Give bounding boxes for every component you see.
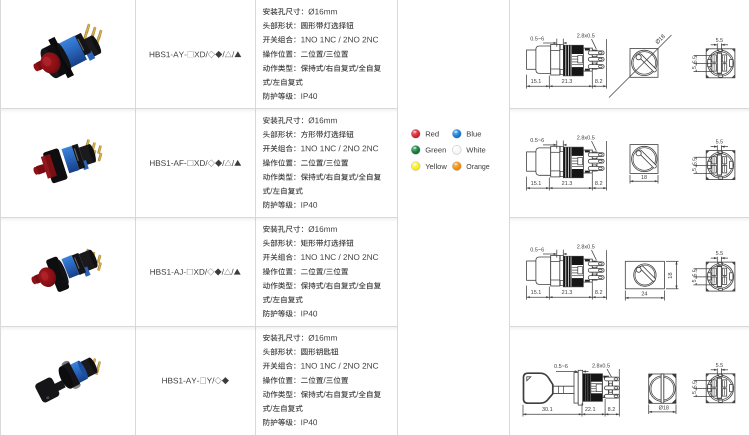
svg-text:2.8x0.5: 2.8x0.5 xyxy=(592,364,610,370)
svg-text:Ø18: Ø18 xyxy=(659,405,669,411)
svg-text:Green: Green xyxy=(425,146,446,155)
svg-text:18: 18 xyxy=(668,272,674,278)
svg-text:0.5~6: 0.5~6 xyxy=(554,364,568,370)
svg-text:Yellow: Yellow xyxy=(425,162,447,171)
svg-text:Blue: Blue xyxy=(466,130,481,139)
svg-text:White: White xyxy=(466,146,485,155)
svg-text:24: 24 xyxy=(641,292,647,298)
svg-text:22.1: 22.1 xyxy=(585,407,596,413)
svg-text:Orange: Orange xyxy=(466,164,489,171)
svg-text:8.2: 8.2 xyxy=(608,407,616,413)
svg-text:Ø18: Ø18 xyxy=(655,34,667,46)
svg-text:18: 18 xyxy=(641,175,647,181)
svg-text:30.1: 30.1 xyxy=(542,407,553,413)
svg-text:Red: Red xyxy=(425,130,439,139)
